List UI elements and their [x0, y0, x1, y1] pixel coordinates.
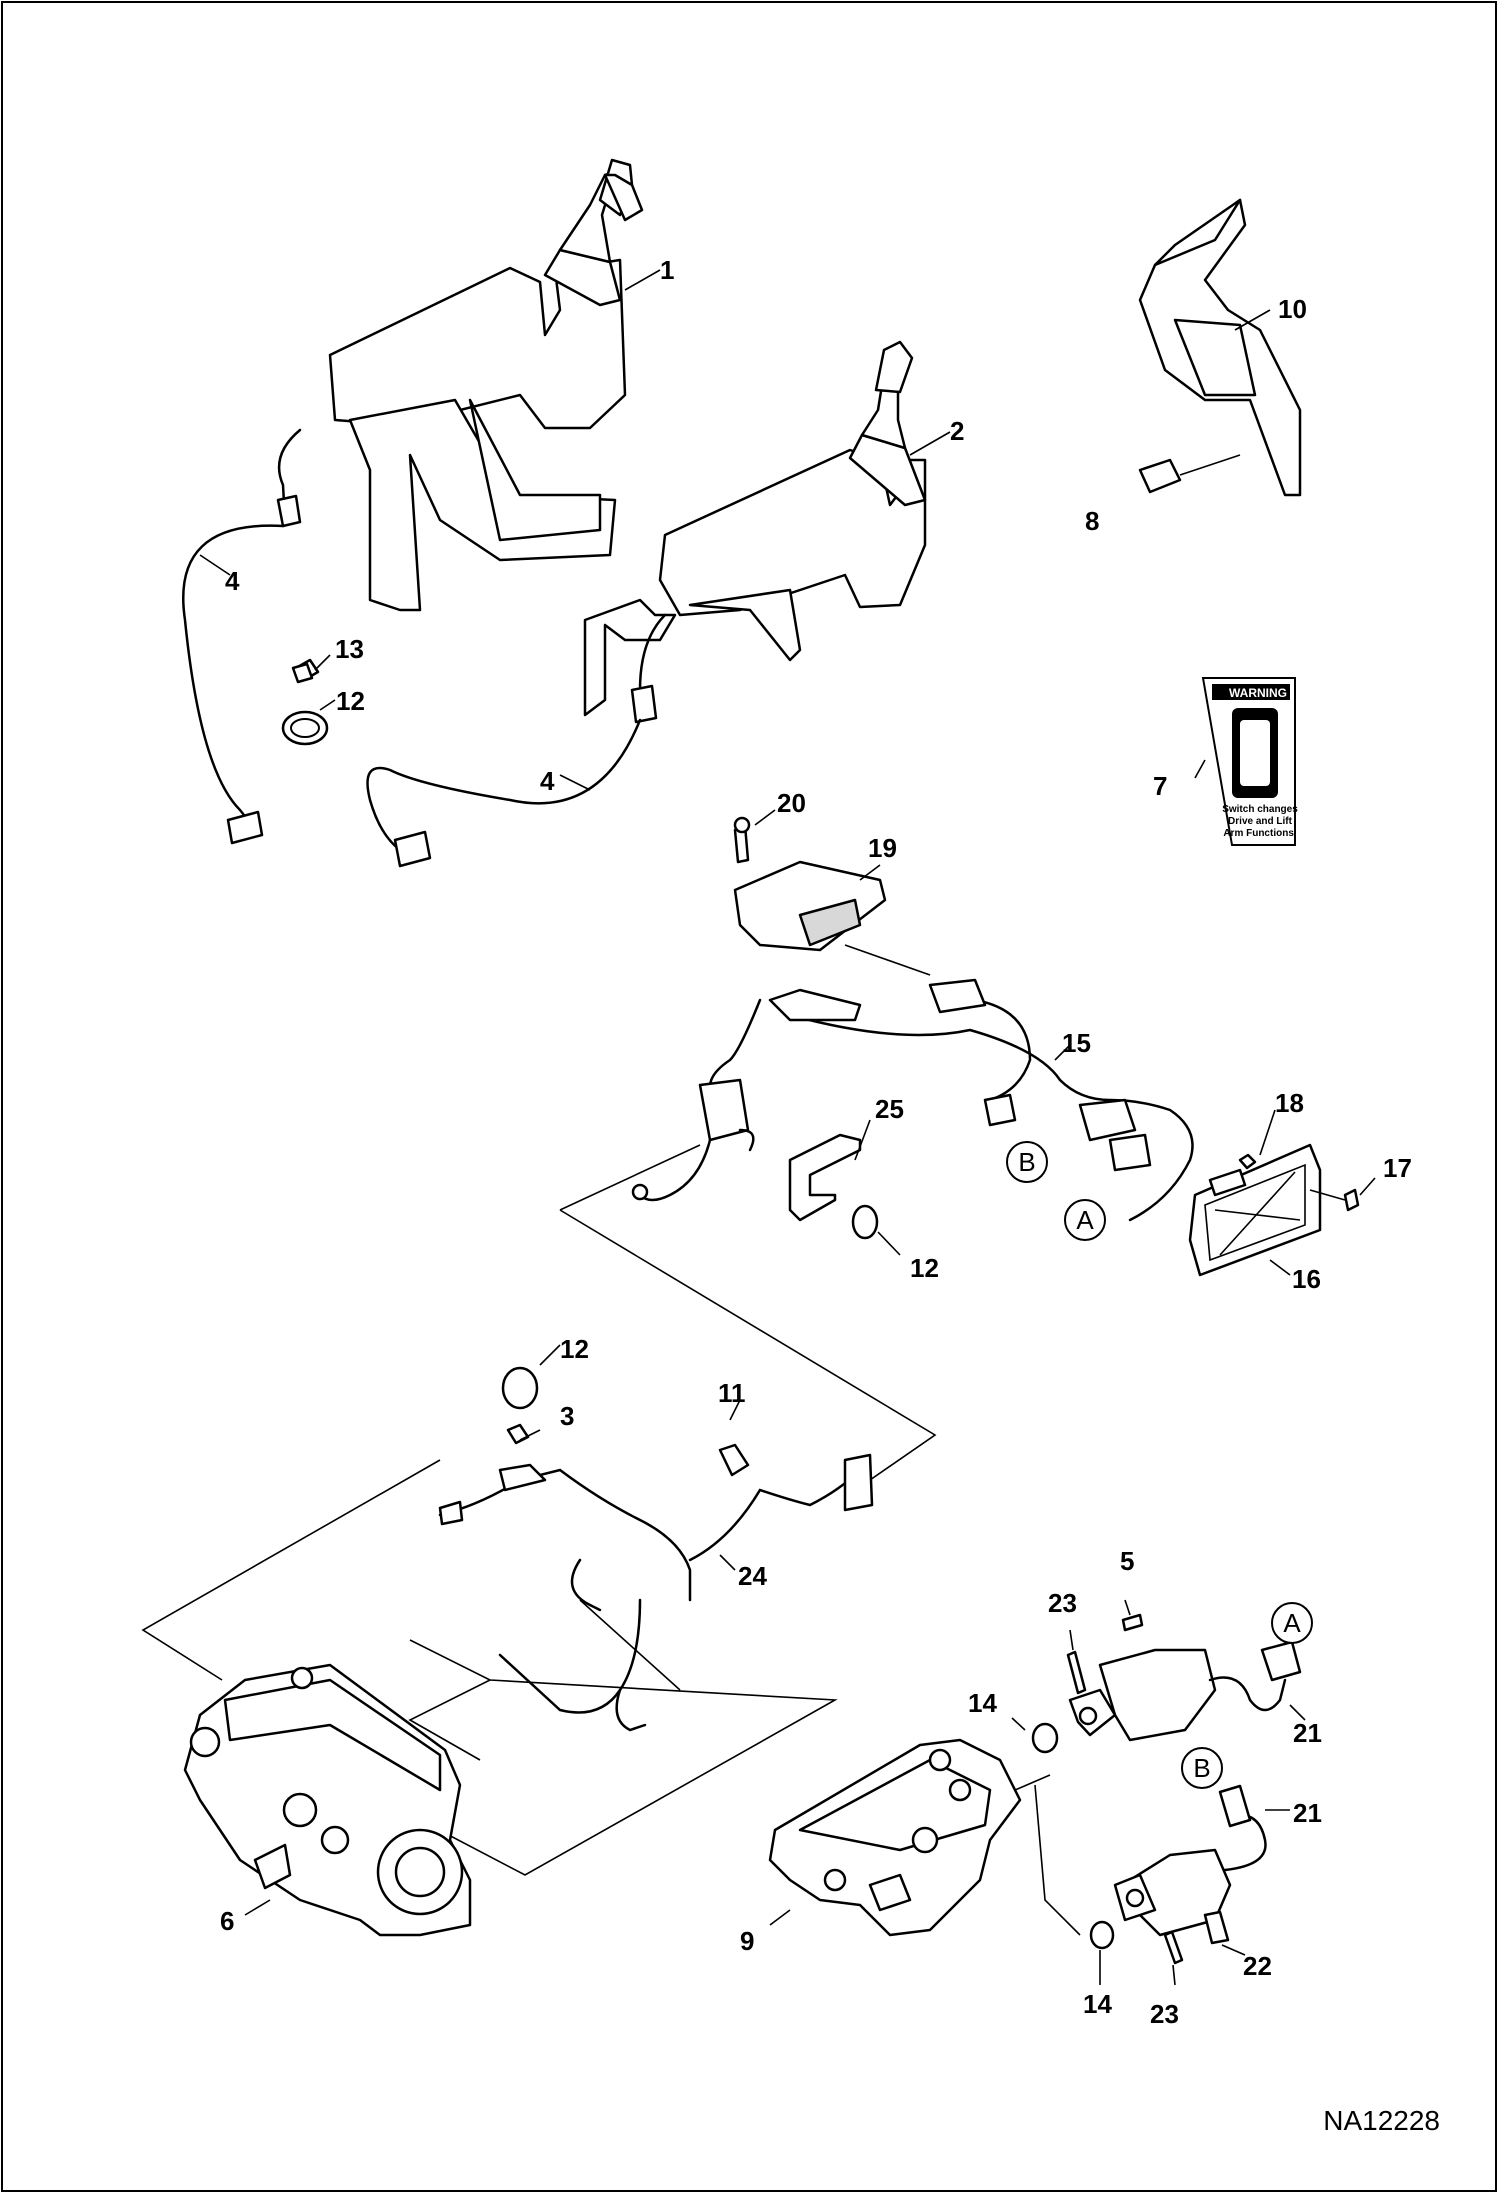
callout-12-middle: 12	[910, 1253, 939, 1283]
ref-letter-a-upper: A	[1076, 1205, 1094, 1235]
solenoid-valve-upper	[1031, 1613, 1302, 1754]
switch-panel-shield	[1138, 198, 1302, 497]
main-wiring-harness	[631, 944, 1194, 1222]
hydraulic-pump	[183, 1663, 472, 1937]
harness-bracket	[788, 1133, 879, 1240]
callout-8: 8	[1085, 506, 1099, 536]
callout-12-upper: 12	[336, 686, 365, 716]
warning-decal: WARNING Switch changes Drive and Lift Ar…	[1201, 677, 1298, 846]
callout-15: 15	[1062, 1028, 1091, 1058]
callout-leaders	[199, 269, 1376, 1986]
solenoid-connector-outline	[1014, 1774, 1081, 1936]
callout-labels: 1 2 3 4 4 5 6 7 8 9 10 11 12 12 12 13 14…	[220, 255, 1412, 2029]
callout-4-upper: 4	[225, 566, 240, 596]
ref-letter-b-lower: B	[1193, 1753, 1210, 1783]
ref-letter-b-upper: B	[1018, 1147, 1035, 1177]
left-joystick-assembly	[182, 158, 644, 845]
reference-markers: A A B B	[1006, 1141, 1313, 1789]
callout-20: 20	[777, 788, 806, 818]
callout-22: 22	[1243, 1951, 1272, 1981]
upper-clamp-and-nut	[291, 662, 314, 684]
callout-13: 13	[335, 634, 364, 664]
controller-mount-plate	[1188, 1143, 1360, 1277]
connector-outline-upper	[559, 1144, 937, 1481]
callout-23-upper: 23	[1048, 1588, 1077, 1618]
connector-outline-lower	[141, 1459, 838, 1876]
controller-module	[733, 816, 887, 952]
drive-pump	[768, 1738, 1022, 1937]
callout-25: 25	[875, 1094, 904, 1124]
callout-14-lower: 14	[1083, 1989, 1112, 2019]
callout-19: 19	[868, 833, 897, 863]
callout-21-lower: 21	[1293, 1798, 1322, 1828]
decal-header: WARNING	[1229, 686, 1287, 700]
callout-1: 1	[660, 255, 674, 285]
callout-14-upper: 14	[968, 1688, 997, 1718]
decal-line-3: Arm Functions.	[1223, 828, 1297, 839]
callout-21-upper: 21	[1293, 1718, 1322, 1748]
callout-17: 17	[1383, 1153, 1412, 1183]
solenoid-valve-lower	[1089, 1784, 1267, 1965]
figure-id: NA12228	[1323, 2105, 1440, 2136]
callout-18: 18	[1275, 1088, 1304, 1118]
ref-circle-a-lower	[1271, 1602, 1313, 1644]
decal-line-1: Switch changes	[1222, 804, 1298, 815]
callout-9: 9	[740, 1926, 754, 1956]
ref-circle-a-upper	[1064, 1199, 1106, 1241]
decal-line-2: Drive and Lift	[1228, 816, 1293, 827]
callout-7: 7	[1153, 771, 1167, 801]
rocker-switch	[1138, 454, 1241, 494]
callout-3: 3	[560, 1401, 574, 1431]
callout-6: 6	[220, 1906, 234, 1936]
callout-2: 2	[950, 416, 964, 446]
callout-24: 24	[738, 1561, 767, 1591]
control-harness	[438, 1366, 874, 1732]
callout-10: 10	[1278, 294, 1307, 324]
callout-4-lower: 4	[540, 766, 555, 796]
callout-23-lower: 23	[1150, 1999, 1179, 2029]
callout-5: 5	[1120, 1546, 1134, 1576]
callout-16: 16	[1292, 1264, 1321, 1294]
callout-12-lower: 12	[560, 1334, 589, 1364]
right-joystick-assembly	[366, 340, 927, 868]
ref-circle-b-lower	[1181, 1747, 1223, 1789]
callout-11: 11	[718, 1378, 746, 1408]
ref-circle-b-upper	[1006, 1141, 1048, 1183]
ref-letter-a-lower: A	[1283, 1608, 1301, 1638]
